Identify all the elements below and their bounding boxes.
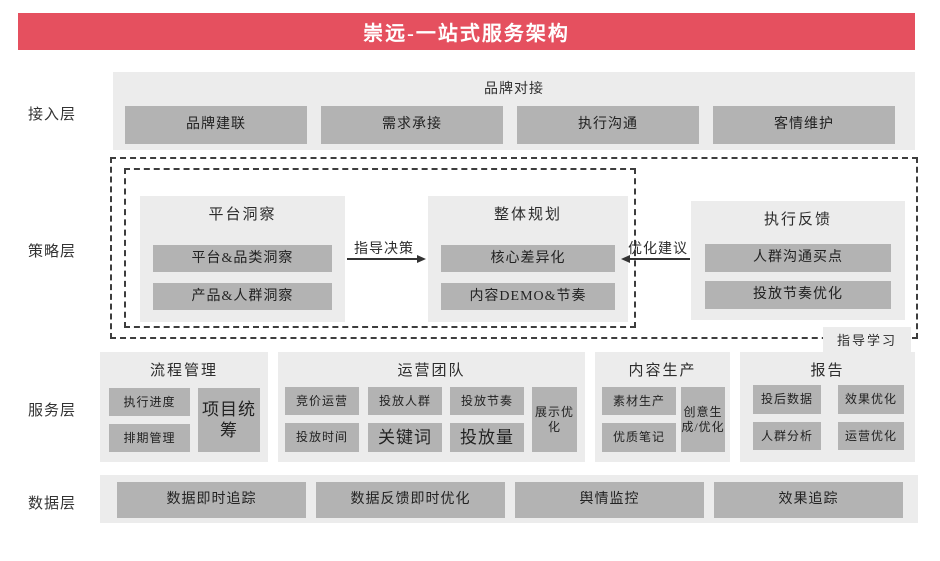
execution-feedback-card: 执行反馈 人群沟通买点 投放节奏优化 (691, 201, 905, 320)
access-box-execution-comm: 执行沟通 (517, 106, 699, 144)
layer-label-strategy: 策略层 (28, 244, 77, 260)
overall-planning-title: 整体规划 (493, 207, 562, 223)
layer-label-service: 服务层 (28, 403, 77, 419)
execution-progress-box: 执行进度 (109, 388, 190, 416)
delivery-volume-box: 投放量 (450, 423, 524, 452)
material-production-box: 素材生产 (602, 387, 676, 415)
operations-team-title: 运营团队 (397, 363, 466, 379)
creative-generation-box: 创意生成/优化 (681, 387, 725, 452)
access-group-title: 品牌对接 (484, 82, 544, 97)
delivery-time-box: 投放时间 (285, 423, 359, 452)
quality-notes-box: 优质笔记 (602, 423, 676, 452)
access-layer-panel: 品牌对接 品牌建联 需求承接 执行沟通 客情维护 (113, 72, 915, 150)
display-optimization-box: 展示优化 (532, 387, 577, 452)
platform-insight-title: 平台洞察 (208, 207, 277, 223)
report-title: 报告 (810, 363, 845, 379)
ops-optimization-box: 运营优化 (838, 422, 904, 450)
guide-decision-arrow (347, 255, 426, 263)
layer-label-access: 接入层 (28, 107, 77, 123)
layer-label-data: 数据层 (28, 496, 77, 512)
data-feedback-optimization-box: 数据反馈即时优化 (316, 482, 505, 518)
content-production-card: 内容生产 素材生产 优质笔记 创意生成/优化 (595, 352, 730, 462)
access-box-row: 品牌建联 需求承接 执行沟通 客情维护 (125, 106, 895, 144)
process-mgmt-card: 流程管理 执行进度 排期管理 项目统筹 (100, 352, 268, 462)
operations-team-card: 运营团队 竞价运营 投放人群 投放节奏 投放时间 关键词 投放量 展示优化 (278, 352, 585, 462)
data-box-row: 数据即时追踪 数据反馈即时优化 舆情监控 效果追踪 (117, 482, 903, 518)
audience-analysis-box: 人群分析 (753, 422, 821, 450)
strategy-outer-dashed-box (110, 157, 918, 339)
data-layer-panel: 数据即时追踪 数据反馈即时优化 舆情监控 效果追踪 (100, 475, 918, 523)
schedule-mgmt-box: 排期管理 (109, 424, 190, 452)
core-differentiation-box: 核心差异化 (441, 245, 615, 272)
project-coordination-box: 项目统筹 (198, 388, 260, 452)
effect-optimization-box: 效果优化 (838, 385, 904, 414)
platform-insight-card: 平台洞察 平台&品类洞察 产品&人群洞察 (140, 196, 345, 322)
guided-learning-tag: 指导学习 (823, 327, 911, 352)
title-banner: 崇远-一站式服务架构 (18, 13, 915, 50)
delivery-audience-box: 投放人群 (368, 387, 442, 415)
keywords-box: 关键词 (368, 423, 442, 452)
audience-selling-point-box: 人群沟通买点 (705, 244, 891, 272)
effect-tracking-box: 效果追踪 (714, 482, 903, 518)
access-box-client-care: 客情维护 (713, 106, 895, 144)
overall-planning-card: 整体规划 核心差异化 内容DEMO&节奏 (428, 196, 628, 322)
realtime-data-tracking-box: 数据即时追踪 (117, 482, 306, 518)
delivery-rhythm-box: 投放节奏 (450, 387, 524, 415)
content-demo-rhythm-box: 内容DEMO&节奏 (441, 283, 615, 310)
access-box-demand-intake: 需求承接 (321, 106, 503, 144)
bidding-ops-box: 竞价运营 (285, 387, 359, 415)
product-audience-insight-box: 产品&人群洞察 (153, 283, 332, 310)
sentiment-monitoring-box: 舆情监控 (515, 482, 704, 518)
optimize-suggestion-arrow (621, 255, 690, 263)
access-box-brand-connect: 品牌建联 (125, 106, 307, 144)
platform-category-insight-box: 平台&品类洞察 (153, 245, 332, 272)
page-title: 崇远-一站式服务架构 (363, 23, 570, 45)
process-mgmt-title: 流程管理 (149, 363, 218, 379)
execution-feedback-title: 执行反馈 (763, 212, 832, 228)
arrow-label-optimize-suggestion: 优化建议 (628, 242, 688, 257)
post-delivery-data-box: 投后数据 (753, 385, 821, 414)
arrow-label-guide-decision: 指导决策 (354, 242, 414, 257)
delivery-rhythm-opt-box: 投放节奏优化 (705, 281, 891, 309)
report-card: 报告 投后数据 效果优化 人群分析 运营优化 (740, 352, 915, 462)
content-production-title: 内容生产 (628, 363, 697, 379)
strategy-inner-dashed-box (124, 168, 636, 328)
